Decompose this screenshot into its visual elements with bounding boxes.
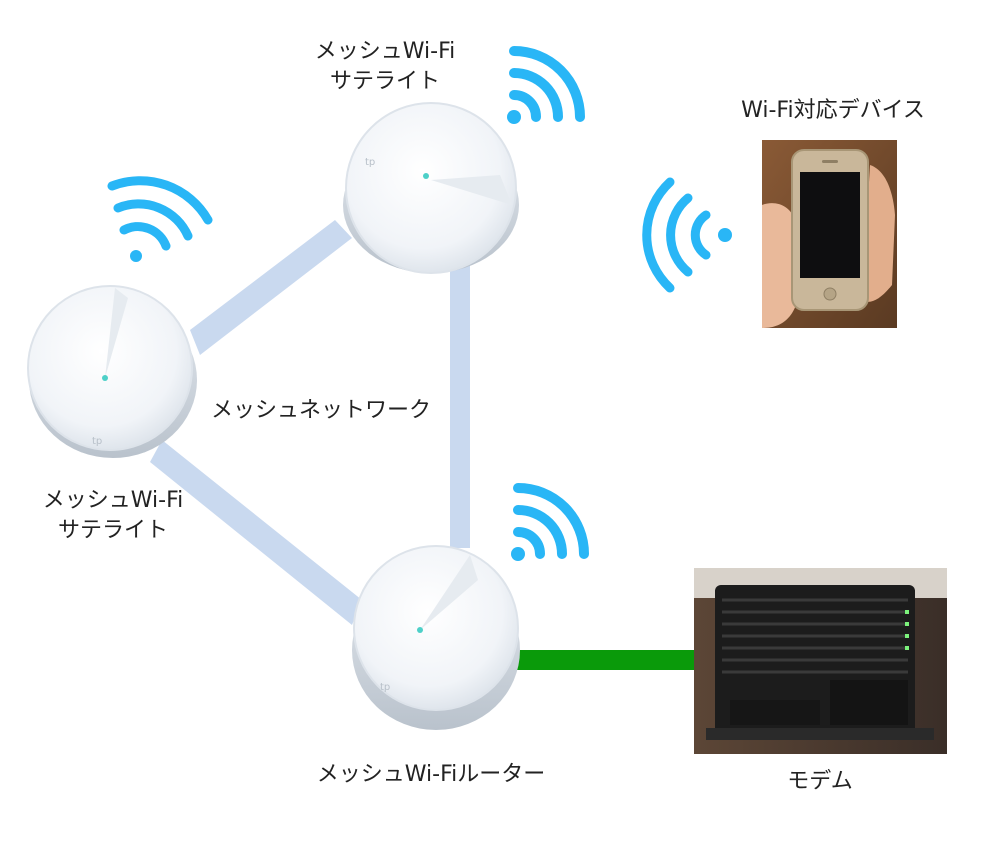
wifi-icon-left: [112, 181, 208, 262]
left-satellite-node: tp: [28, 286, 197, 458]
smartphone-photo: [762, 140, 897, 328]
router-label: メッシュWi-Fiルーター: [300, 760, 562, 790]
mesh-link-left-to-top: [190, 220, 352, 355]
top-satellite-node: tp: [343, 103, 519, 273]
mesh-network-label: メッシュネットワーク: [196, 396, 446, 426]
modem-photo: [694, 568, 947, 754]
wifi-icon-device: [647, 182, 732, 288]
svg-text:tp: tp: [365, 157, 375, 168]
wired-link: [516, 650, 696, 670]
left-satellite-label-line1: メッシュWi-Fi: [18, 486, 208, 516]
router-node: tp: [352, 546, 520, 730]
modem-label: モデム: [760, 767, 880, 797]
top-satellite-label-line1: メッシュWi-Fi: [300, 37, 470, 67]
left-satellite-label: メッシュWi-Fi サテライト: [18, 486, 208, 546]
device-label: Wi-Fi対応デバイス: [718, 96, 948, 126]
wifi-icon-top: [507, 51, 580, 124]
left-satellite-label-line2: サテライト: [18, 516, 208, 546]
top-satellite-label: メッシュWi-Fi サテライト: [300, 37, 470, 97]
top-satellite-label-line2: サテライト: [300, 67, 470, 97]
wifi-icon-router: [511, 488, 584, 561]
svg-text:tp: tp: [380, 682, 390, 693]
modem-vent-grille: [722, 600, 908, 672]
mesh-link-top-to-router: [450, 265, 470, 548]
svg-text:tp: tp: [92, 436, 102, 447]
